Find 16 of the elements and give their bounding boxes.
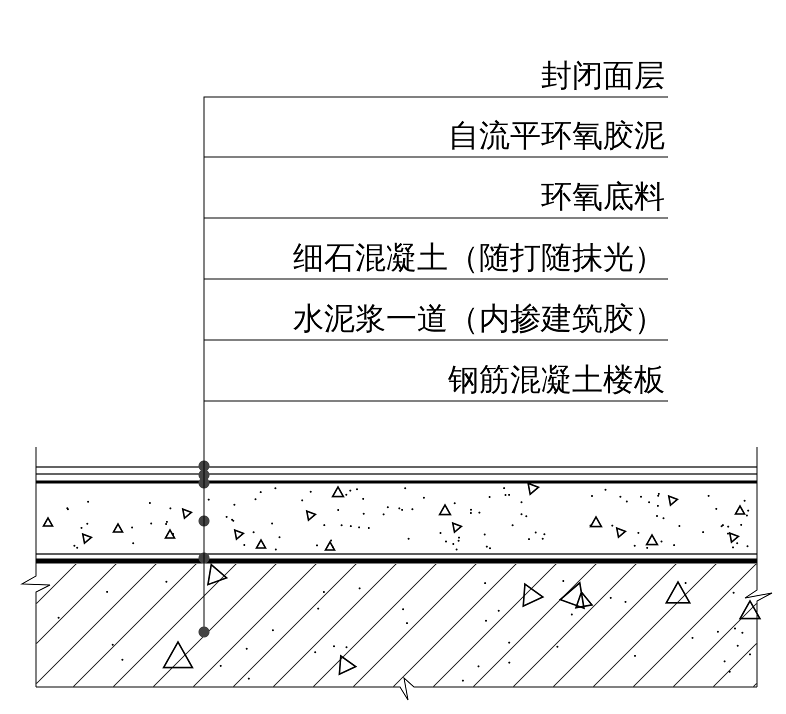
- leader-line: [198, 156, 668, 480]
- layer-label: 细石混凝土（随打随抹光）: [293, 238, 665, 278]
- leader-line: [198, 96, 668, 472]
- layer-label: 水泥浆一道（内掺建筑胶）: [293, 299, 665, 339]
- slurry-layer: [36, 558, 757, 564]
- layer-label: 自流平环氧胶泥: [448, 116, 665, 156]
- slab-section: [36, 563, 762, 687]
- leader-line: [198, 278, 668, 526]
- concrete-layer: [36, 482, 757, 555]
- layer-label: 钢筋混凝土楼板: [448, 360, 665, 400]
- layer-label: 环氧底料: [541, 177, 665, 217]
- leader-line: [198, 218, 668, 488]
- leader-line: [198, 340, 668, 564]
- layer-label: 封闭面层: [541, 56, 665, 96]
- primer-layer: [36, 480, 757, 484]
- leader-line: [198, 400, 668, 638]
